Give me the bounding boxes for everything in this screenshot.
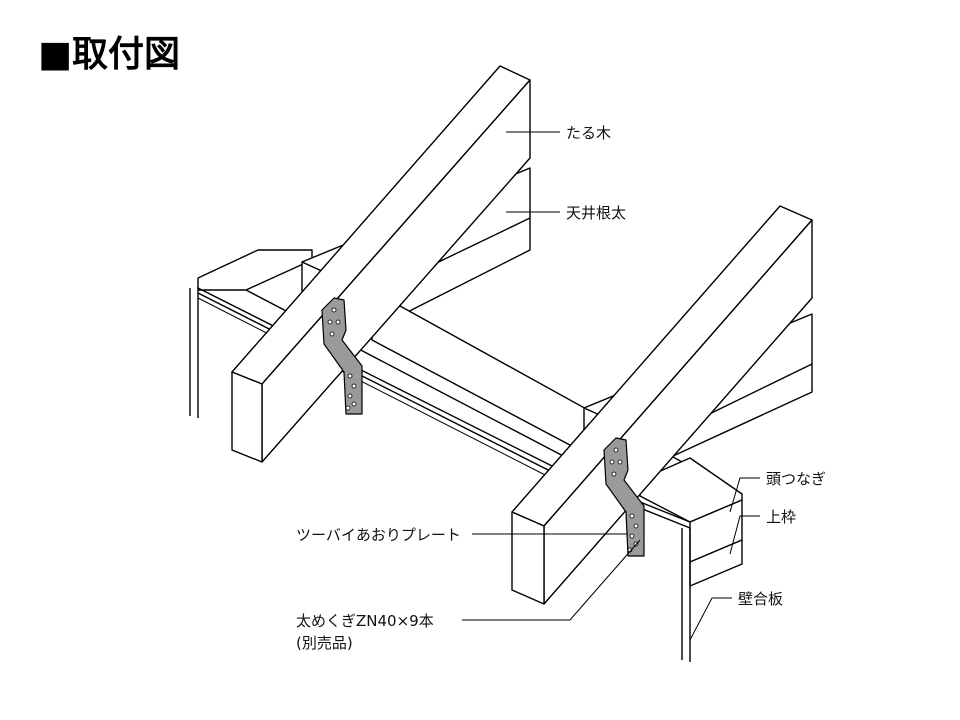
tie-plate-left: [321, 297, 363, 415]
leader-lines: [462, 131, 760, 641]
label-nail-note: (別売品): [296, 634, 353, 652]
label-head-tie: 頭つなぎ: [766, 470, 826, 488]
wall-left: [189, 249, 561, 481]
label-rafter: たる木: [566, 124, 611, 142]
label-wall-board: 壁合板: [738, 590, 783, 608]
label-tie-plate: ツーバイあおりプレート: [296, 526, 461, 544]
label-nail-spec: 太めくぎZN40×9本: [296, 612, 434, 630]
page-title: ■取付図: [38, 34, 180, 75]
rafter-left: [231, 65, 531, 463]
label-ceiling-joist: 天井根太: [566, 204, 626, 222]
rafter-right: [511, 205, 813, 605]
label-top-plate: 上枠: [766, 508, 796, 526]
